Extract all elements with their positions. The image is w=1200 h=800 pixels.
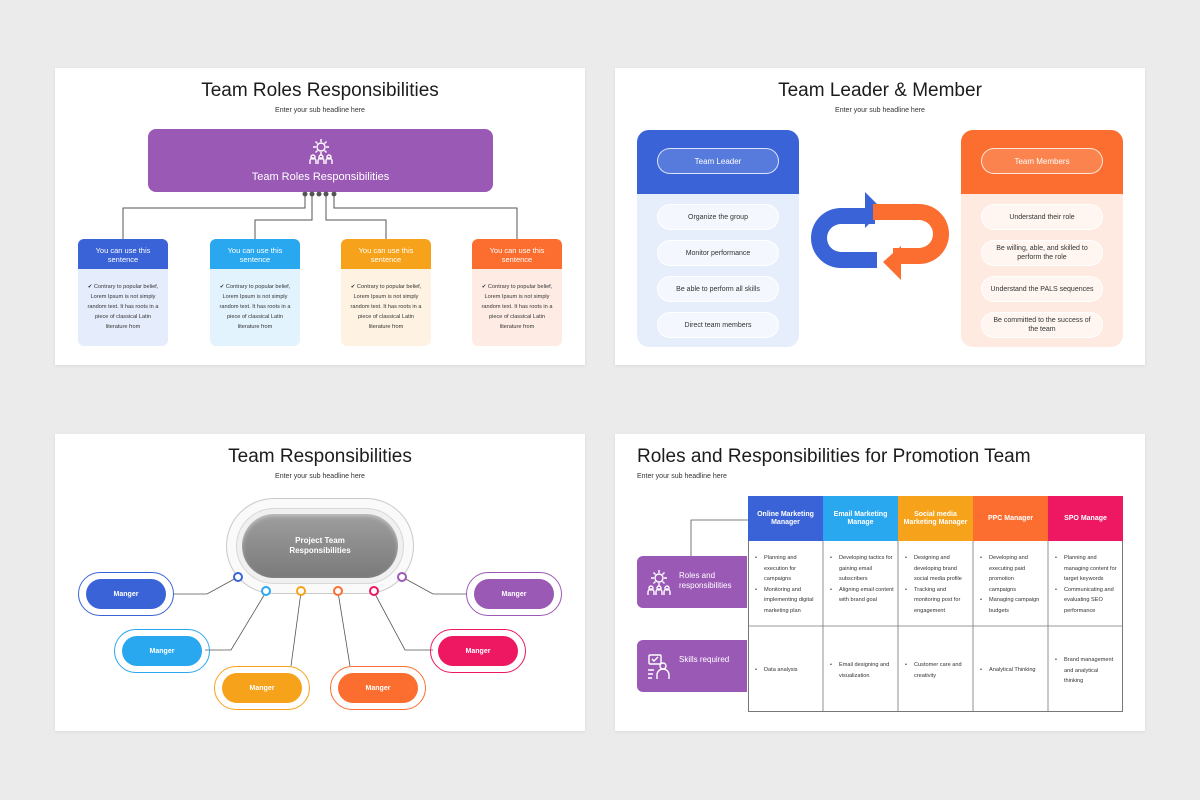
info-card: You can use this sentence ✔ Contrary to … [341,239,431,346]
gear-team-icon [647,570,671,595]
card-heading: You can use this sentence [210,239,300,269]
row-label-text: Roles and responsibilities [679,571,732,590]
manager-node-ring [114,629,210,673]
slide-team-roles: Team Roles Responsibilities Enter your s… [55,68,585,365]
card-heading: You can use this sentence [78,239,168,269]
member-percent: 32% [903,237,917,244]
manager-node-ring [78,572,174,616]
table-cell: Analytical Thinking [980,665,1046,676]
info-card: You can use this sentence ✔ Contrary to … [472,239,562,346]
slide-leader-member: Team Leader & Member Enter your sub head… [615,68,1145,365]
card-body: ✔ Contrary to popular belief, Lorem Ipsu… [481,284,553,330]
table-cell: Designing and developing brand social me… [905,553,971,616]
table-cell: Email designing and visualization [830,660,894,681]
leader-item: Direct team members [657,312,779,338]
slide-subtitle: Enter your sub headline here [275,107,365,114]
column-header: PPC Manager [973,496,1048,541]
cell-item: Managing campaign budgets [980,595,1042,616]
member-item: Understand their role [981,204,1103,230]
table-cell: Planning and execution for campaignsMoni… [755,553,821,616]
manager-node: Manger [474,579,554,609]
row-connector [690,519,748,556]
card-heading: You can use this sentence [472,239,562,269]
center-node: Project Team Responsibilities [242,514,398,578]
leader-item: Monitor performance [657,240,779,266]
manager-node-ring [330,666,426,710]
manager-node: Manger [86,579,166,609]
column-header: SPO Manage [1048,496,1123,541]
card-body: ✔ Contrary to popular belief, Lorem Ipsu… [87,284,159,330]
row-label: Skills required [637,640,747,692]
members-heading: Team Members [981,148,1103,174]
leader-percent: 85% [843,237,857,244]
header-label: Team Roles Responsibilities [251,171,390,183]
slide-subtitle: Enter your sub headline here [835,107,925,114]
cell-item: Analytical Thinking [980,665,1046,676]
member-item: Be committed to the success of the team [981,312,1103,338]
manager-node: Manger [438,636,518,666]
column-header: Online Marketing Manager [748,496,823,541]
center-label: Project Team Responsibilities [289,536,351,555]
cell-item: Customer care and creativity [905,660,965,681]
network-connectors [173,576,466,667]
slide-subtitle: Enter your sub headline here [637,473,727,480]
cell-item: Brand management and analytical thinking [1055,655,1119,687]
leader-item: Be able to perform all skills [657,276,779,302]
member-item: Understand the PALS sequences [981,276,1103,302]
table-cell: Developing and executing paid promotion … [980,553,1042,616]
manager-node-ring [466,572,562,616]
card-body: ✔ Contrary to popular belief, Lorem Ipsu… [350,284,422,330]
cell-item: Designing and developing brand social me… [905,553,971,585]
column-header: Social media Marketing Manager [898,496,973,541]
cell-item: Email designing and visualization [830,660,894,681]
slide-title: Roles and Responsibilities for Promotion… [637,446,1031,467]
card-body: ✔ Contrary to popular belief, Lorem Ipsu… [219,284,291,330]
skills-icon [648,654,670,679]
slide-title: Team Roles Responsibilities [201,80,439,101]
leader-panel: Team Leader Organize the group Monitor p… [637,130,799,347]
connector-lines [122,191,518,239]
leader-item: Organize the group [657,204,779,230]
info-card: You can use this sentence ✔ Contrary to … [210,239,300,346]
cell-item: Planning and managing content for target… [1055,553,1121,585]
slide-promotion-team: Roles and Responsibilities for Promotion… [615,434,1145,731]
column-header: Email Marketing Manage [823,496,898,541]
member-item: Be willing, able, and skilled to perform… [981,240,1103,266]
table-cell: Planning and managing content for target… [1055,553,1121,616]
cell-item: Communicating and evaluating SEO perform… [1055,585,1121,617]
slide-title: Team Leader & Member [778,80,982,101]
cell-item: Tracking and monitoring post for engagem… [905,585,971,617]
row-label: Roles and responsibilities [637,556,747,608]
slide-team-responsibilities: Team Responsibilities Enter your sub hea… [55,434,585,731]
manager-node: Manger [122,636,202,666]
manager-node-ring [214,666,310,710]
cell-item: Developing and executing paid promotion … [980,553,1042,595]
row-label-text: Skills required [679,655,730,664]
table-cell: Customer care and creativity [905,660,965,681]
cell-item: Aligning email content with brand goal [830,585,894,606]
connector-dots [233,572,407,596]
table-cell: Brand management and analytical thinking [1055,655,1119,687]
table-cell: Developing tactics for gaining email sub… [830,553,894,606]
slide-subtitle: Enter your sub headline here [275,473,365,480]
manager-node: Manger [338,673,418,703]
table-cell: Data analysis [755,665,821,676]
manager-node-ring [430,629,526,673]
cell-item: Monitoring and implementing digital mark… [755,585,821,617]
header-box: Team Roles Responsibilities [148,129,493,192]
cell-item: Developing tactics for gaining email sub… [830,553,894,585]
members-panel: Team Members Understand their role Be wi… [961,130,1123,347]
slide-title: Team Responsibilities [228,446,412,467]
manager-node: Manger [222,673,302,703]
exchange-arrows-icon: 85% 32% [811,192,949,280]
cell-item: Data analysis [755,665,821,676]
card-heading: You can use this sentence [341,239,431,269]
gear-team-icon [309,139,333,164]
leader-heading: Team Leader [657,148,779,174]
info-card: You can use this sentence ✔ Contrary to … [78,239,168,346]
cell-item: Planning and execution for campaigns [755,553,821,585]
